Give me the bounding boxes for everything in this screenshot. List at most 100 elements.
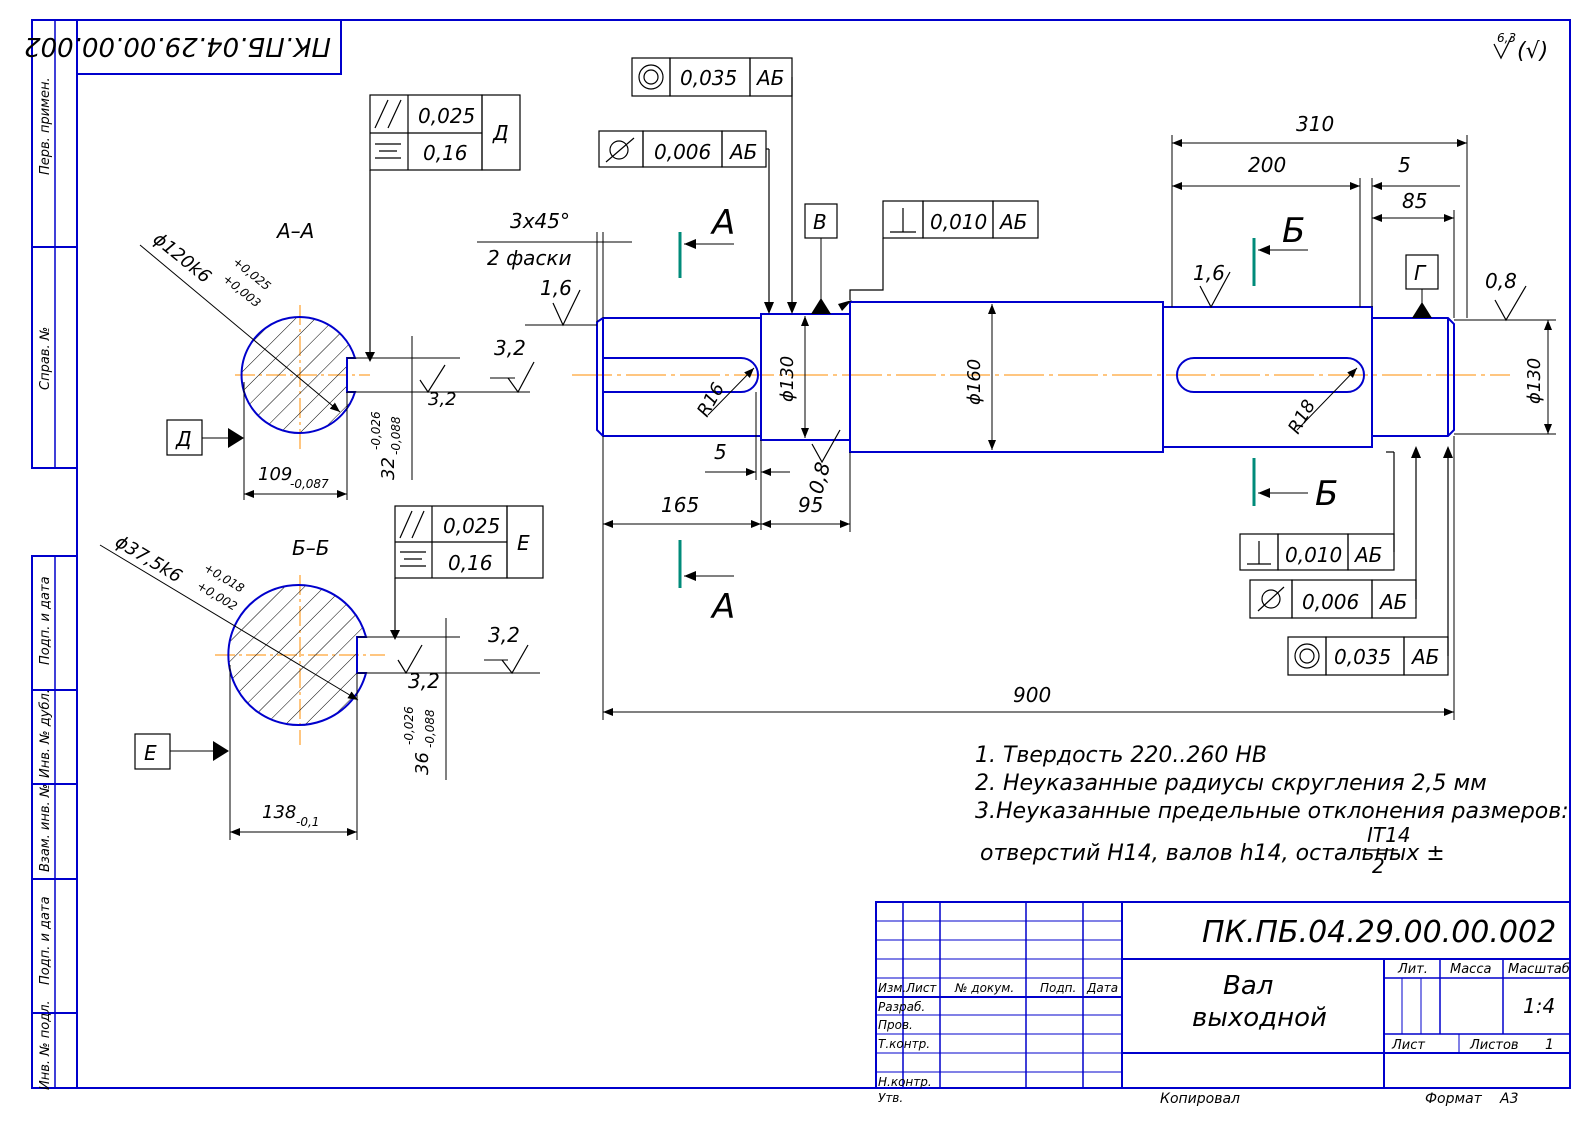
top-perp-datum: АБ [998, 210, 1027, 234]
bottom-feature-frames: 0,010 АБ 0,006 АБ 0,035 АБ [1239, 446, 1453, 676]
section-bb-depth-tol-lower: -0,088 [423, 709, 437, 748]
dim-5-right: 5 [1398, 153, 1411, 177]
dim-chamfer-note: 2 фаски [487, 246, 572, 270]
rough-right-value: 0,8 [1485, 269, 1517, 293]
bottom-coax-datum: АБ [1410, 645, 1439, 669]
section-aa-rough-side: 3,2 [428, 389, 457, 410]
drawing-code-rotated: ПК.ПБ.04.29.00.00.002 [24, 31, 331, 61]
sheet-frame [31, 19, 1571, 1089]
bottom-runout-value: 0,006 [1302, 590, 1359, 614]
tb-row-tkontr: Т.контр. [878, 1037, 930, 1051]
cut-b-top-label: Б [1282, 211, 1305, 251]
bottom-perp-datum: АБ [1353, 543, 1382, 567]
section-aa-fc-symmetry: 0,16 [423, 141, 468, 165]
section-bb-fc-symmetry: 0,16 [448, 551, 493, 575]
technical-notes: 1. Твердость 220..260 НВ 2. Неуказанные … [975, 743, 1569, 878]
tb-row-prov: Пров. [878, 1018, 913, 1032]
rough-end-value: 1,6 [540, 276, 572, 300]
section-aa: А–А ϕ120k6 +0,025 +0,003 109 -0,087 32 -… [139, 94, 535, 500]
note-line-2: 2. Неуказанные радиусы скругления 2,5 мм [975, 771, 1487, 796]
dim-radius-right: R18 [1284, 396, 1320, 437]
section-bb-title: Б–Б [292, 536, 329, 560]
cut-line-a: А А [678, 203, 735, 627]
section-bb-fc-datum: Е [517, 531, 530, 555]
section-bb-diameter: ϕ37,5k6 [111, 531, 185, 587]
dim-165: 165 [661, 493, 699, 517]
dim-dia-130-left: ϕ130 [777, 356, 798, 402]
tb-header-izm: Изм. [878, 981, 906, 995]
title-block-text: ПК.ПБ.04.29.00.00.002 Вал выходной Изм. … [878, 915, 1570, 1107]
dim-dia-130-right: ϕ130 [1524, 358, 1545, 404]
strip-label-inv-podl: Инв. № подл. [38, 1000, 53, 1090]
dim-dia-160: ϕ160 [964, 359, 985, 405]
roughness-general-value: 6,3 [1497, 31, 1516, 45]
section-bb-datum: Е [144, 741, 157, 765]
strip-label-sprav-no: Справ. № [38, 327, 53, 390]
dim-5-left: 5 [714, 440, 727, 464]
strip-label-inv-dubl: Инв. № дубл. [38, 689, 53, 778]
section-aa-fc-parallel: 0,025 [418, 104, 475, 128]
top-runout-value: 0,006 [654, 140, 711, 164]
datum-v-label: В [813, 210, 827, 234]
bottom-perp-value: 0,010 [1285, 543, 1342, 567]
tb-header-list: Лист [905, 981, 937, 995]
tb-header-mass: Масса [1450, 962, 1491, 977]
cut-b-bottom-label: Б [1315, 474, 1338, 514]
cut-a-top-label: А [710, 203, 735, 243]
rough-mid-value: 1,6 [1193, 261, 1225, 285]
section-bb-width-tol: -0,1 [296, 815, 319, 829]
shaft-view: ϕ130 ϕ160 ϕ130 R16 R18 3x45° 2 фаски 1,6… [477, 112, 1556, 720]
title-name-line1: Вал [1223, 971, 1273, 1001]
dim-900: 900 [1013, 683, 1051, 707]
section-bb-depth-base: 36 [412, 752, 433, 775]
datum-g-label: Г [1414, 261, 1427, 285]
tb-row-nkontr: Н.контр. [878, 1075, 932, 1089]
tb-scale-value: 1:4 [1523, 994, 1555, 1018]
general-roughness-mark: 6,3 (√) [1493, 31, 1548, 64]
section-bb-shape [227, 584, 368, 726]
section-bb-depth-tol-upper: -0,026 [402, 706, 416, 745]
section-bb-fc-parallel: 0,025 [443, 514, 500, 538]
top-feature-frames: 0,035 АБ 0,006 АБ 0,010 АБ [598, 57, 1039, 314]
dim-310: 310 [1296, 112, 1334, 136]
roughness-other-value: (√) [1517, 39, 1548, 64]
section-aa-datum: Д [175, 427, 192, 451]
strip-label-podp-data-2: Подп. и дата [38, 896, 53, 985]
tb-header-scale: Масштаб [1508, 962, 1570, 977]
tb-format-value: А3 [1499, 1091, 1518, 1107]
top-coax-datum: АБ [755, 66, 784, 90]
tb-sheets-count: 1 [1545, 1037, 1554, 1053]
title-block [875, 901, 1571, 1089]
note-line-4: отверстий Н14, валов h14, остальных ± [980, 841, 1445, 866]
tb-header-date: Дата [1086, 981, 1118, 995]
note-fraction-numerator: IT14 [1367, 823, 1411, 847]
bottom-coax-value: 0,035 [1334, 645, 1391, 669]
section-aa-width-tol: -0,087 [290, 477, 329, 491]
dim-chamfer: 3x45° [510, 209, 570, 233]
section-aa-depth-tol-lower: -0,088 [389, 416, 403, 455]
tb-row-utv: Утв. [878, 1091, 903, 1105]
section-aa-rough-bottom: 3,2 [494, 336, 526, 360]
section-aa-title: А–А [275, 219, 314, 243]
tb-sheet-label: Лист [1391, 1038, 1425, 1053]
cut-line-b: Б Б [1252, 211, 1338, 514]
bottom-runout-datum: АБ [1378, 590, 1407, 614]
note-line-3: 3.Неуказанные предельные отклонения разм… [975, 799, 1569, 824]
dim-85: 85 [1402, 189, 1427, 213]
rough-130-left-value: 0,8 [804, 459, 835, 496]
section-bb-width-base: 138 [262, 802, 296, 823]
strip-label-vzam-inv: Взам. инв. № [38, 784, 53, 872]
section-bb-rough-side: 3,2 [408, 669, 440, 693]
dim-radius-left: R16 [693, 379, 729, 420]
section-aa-depth-tol-upper: -0,026 [369, 411, 383, 450]
tb-header-sign: Подп. [1040, 981, 1076, 995]
section-aa-fcf [369, 94, 521, 358]
tb-copied: Копировал [1160, 1091, 1240, 1107]
tb-row-razrab: Разраб. [878, 1000, 925, 1014]
section-bb-fcf [394, 505, 544, 637]
strip-label-podp-data-1: Подп. и дата [38, 576, 53, 665]
section-aa-width-base: 109 [258, 464, 292, 485]
section-aa-diameter: ϕ120k6 [149, 229, 215, 288]
